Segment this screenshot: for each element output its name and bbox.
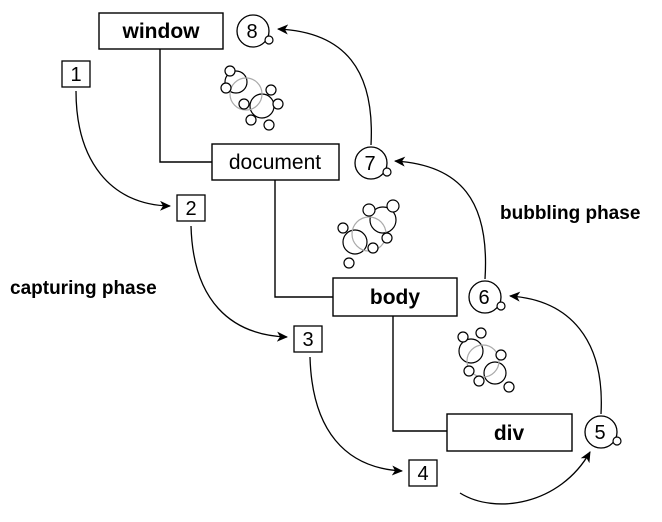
node-window-label: window	[122, 20, 201, 43]
bubble-step-7: 7	[354, 146, 392, 180]
capture-arrow-3-4	[309, 356, 403, 476]
bubble-arrows	[277, 24, 602, 415]
bubble-step-8-label: 8	[246, 21, 257, 43]
node-div-label: div	[494, 422, 525, 445]
molecule-icon	[220, 65, 284, 131]
bubble-step-6: 6	[468, 280, 506, 314]
tree-connectors	[159, 49, 447, 432]
node-div: div	[446, 413, 573, 452]
capture-step-1: 1	[61, 60, 91, 88]
bubble-arrow-5-6	[509, 291, 602, 415]
capturing-phase-label: capturing phase	[10, 278, 157, 299]
molecule-icon	[457, 327, 515, 393]
molecule-icon	[337, 199, 400, 269]
capture-step-2: 2	[176, 194, 206, 222]
node-document-label: document	[229, 151, 321, 174]
capture-step-3-label: 3	[302, 329, 313, 351]
connector-body-div	[392, 316, 447, 432]
node-body-label: body	[370, 286, 420, 309]
node-document: document	[211, 143, 340, 181]
capture-step-2-label: 2	[185, 198, 196, 220]
bubble-step-6-label: 6	[478, 287, 489, 309]
capture-step-4: 4	[408, 459, 438, 487]
node-window: window	[98, 12, 224, 50]
connector-window-document	[159, 49, 212, 163]
capture-arrows	[75, 90, 591, 505]
bubbling-phase-label: bubbling phase	[500, 203, 640, 224]
capture-step-4-label: 4	[417, 463, 428, 485]
capture-step-3: 3	[293, 325, 323, 353]
bubble-arrow-7-8	[277, 24, 372, 146]
bubble-step-7-label: 7	[364, 153, 375, 175]
bubble-step-5-label: 5	[594, 422, 605, 444]
bubble-step-8: 8	[236, 14, 274, 48]
bubble-step-5: 5	[584, 415, 622, 449]
capture-step-1-label: 1	[70, 64, 81, 86]
connector-document-body	[274, 179, 333, 298]
capture-arrow-2-3	[190, 225, 288, 342]
capture-arrow-4-5	[459, 451, 591, 505]
bubble-arrow-6-7	[394, 156, 487, 280]
capture-arrow-1-2	[75, 90, 171, 211]
node-body: body	[332, 277, 458, 317]
